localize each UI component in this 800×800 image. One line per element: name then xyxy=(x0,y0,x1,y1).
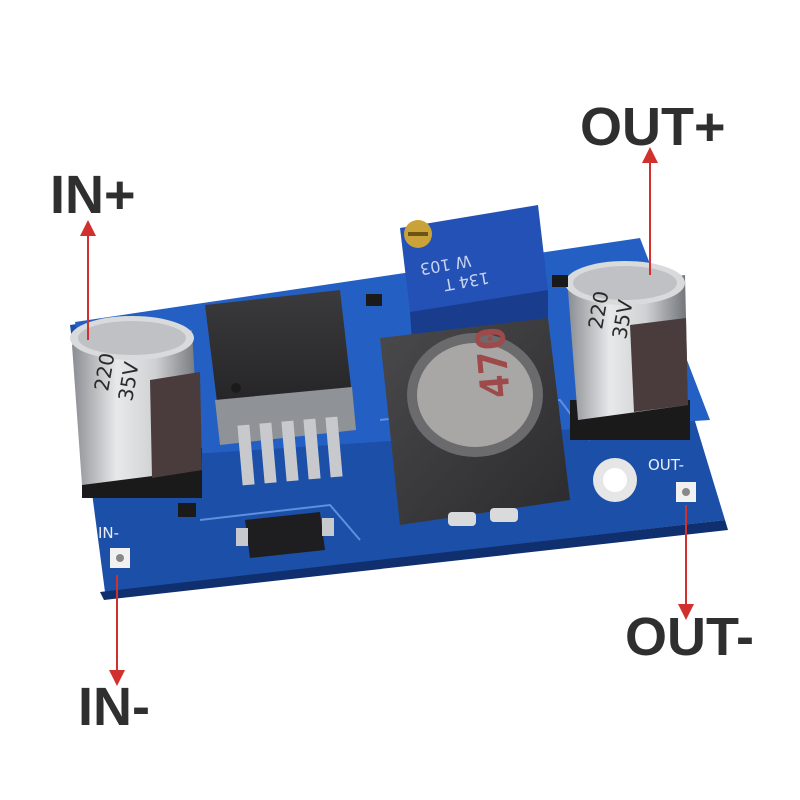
out-minus-label: OUT- xyxy=(625,607,754,667)
pad-in-minus xyxy=(110,548,130,568)
silkscreen-out-minus: OUT- xyxy=(648,456,684,474)
out-plus-label: OUT+ xyxy=(580,97,726,157)
inductor-marking: 470 xyxy=(468,325,520,401)
input-capacitor: 220 35V xyxy=(70,316,202,498)
smd-resistor xyxy=(178,503,196,517)
silkscreen-in-minus: IN- xyxy=(98,524,119,542)
in-plus-label: IN+ xyxy=(50,165,136,225)
output-capacitor: 220 35V xyxy=(565,261,690,440)
smd-resistor xyxy=(552,275,568,287)
trimmer-potentiometer: W 103 134 T xyxy=(400,205,548,342)
smd-resistor xyxy=(366,294,382,306)
diode xyxy=(236,512,334,558)
inductor: 470 xyxy=(380,318,570,526)
mounting-hole xyxy=(593,458,637,502)
in-minus-label: IN- xyxy=(78,677,150,737)
regulator-chip xyxy=(205,290,356,486)
pad-out-minus xyxy=(676,482,696,502)
